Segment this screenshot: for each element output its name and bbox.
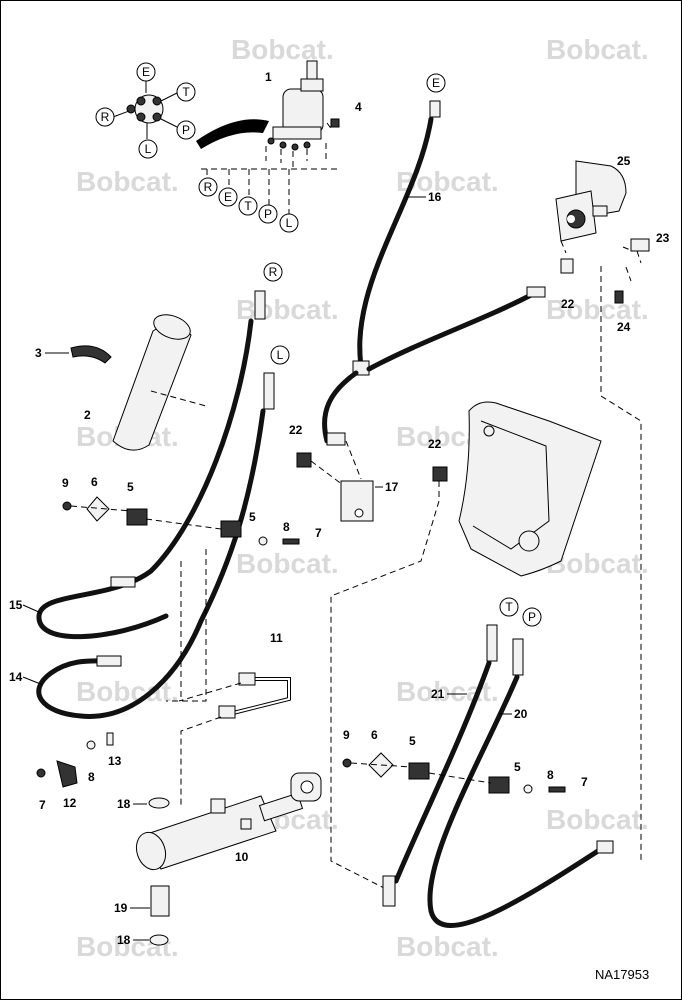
svg-text:22: 22 (289, 423, 303, 437)
svg-text:E: E (432, 76, 440, 90)
svg-text:6: 6 (91, 475, 98, 489)
svg-text:5: 5 (514, 760, 521, 774)
svg-text:15: 15 (9, 598, 23, 612)
svg-text:24: 24 (617, 320, 631, 334)
watermark: Bobcat. (546, 294, 649, 325)
svg-text:2: 2 (84, 408, 91, 422)
svg-text:R: R (269, 265, 278, 279)
protective-sleeve (70, 314, 207, 451)
svg-text:13: 13 (108, 754, 122, 768)
hose-21: T (382, 597, 519, 907)
svg-text:17: 17 (385, 480, 399, 494)
svg-text:P: P (182, 123, 190, 137)
svg-text:18: 18 (117, 933, 131, 947)
svg-text:1: 1 (265, 70, 272, 84)
port-label-P: P (176, 120, 196, 140)
svg-text:11: 11 (270, 631, 283, 645)
svg-text:21: 21 (431, 687, 445, 701)
watermark-layer: Bobcat. Bobcat. Bobcat. Bobcat. Bobcat. … (76, 34, 649, 962)
port-diagram: E T P L R (95, 62, 269, 159)
svg-text:4: 4 (355, 100, 362, 114)
svg-text:23: 23 (656, 231, 670, 245)
clamp-assembly-right (342, 752, 566, 794)
callout-labels: 1 2 3 4 5 5 5 5 6 6 7 7 7 8 8 8 9 9 10 1… (9, 70, 670, 947)
svg-text:22: 22 (561, 297, 575, 311)
svg-text:8: 8 (547, 768, 554, 782)
svg-text:14: 14 (9, 670, 23, 684)
svg-text:10: 10 (235, 850, 249, 864)
figure-code: NA17953 (595, 967, 649, 982)
watermark: Bobcat. (396, 931, 499, 962)
watermark: Bobcat. (76, 166, 179, 197)
svg-text:18: 18 (117, 797, 131, 811)
svg-text:5: 5 (249, 510, 256, 524)
svg-text:12: 12 (63, 796, 77, 810)
svg-text:P: P (264, 207, 272, 221)
watermark: Bobcat. (236, 548, 339, 579)
svg-text:8: 8 (283, 520, 290, 534)
port-order-list: R E T P L (198, 177, 299, 233)
svg-text:25: 25 (617, 154, 631, 168)
svg-text:9: 9 (343, 728, 350, 742)
clamp-assembly-lower (36, 732, 114, 788)
watermark: Bobcat. (546, 804, 649, 835)
svg-text:T: T (244, 199, 252, 213)
port-label-R: R (95, 107, 115, 127)
svg-text:R: R (204, 180, 213, 194)
svg-text:8: 8 (88, 770, 95, 784)
svg-text:5: 5 (409, 734, 416, 748)
svg-text:3: 3 (35, 346, 42, 360)
port-label-E: E (136, 62, 156, 82)
svg-text:5: 5 (127, 480, 134, 494)
svg-text:E: E (142, 65, 150, 79)
port-label-L: L (138, 139, 158, 159)
relief-valve (296, 440, 374, 522)
steering-control-unit (201, 60, 341, 221)
svg-text:7: 7 (581, 775, 588, 789)
watermark: Bobcat. (231, 34, 334, 65)
svg-text:19: 19 (114, 901, 128, 915)
hydraulic-cylinder (135, 772, 322, 946)
watermark: Bobcat. (546, 34, 649, 65)
svg-text:E: E (224, 190, 232, 204)
hose-16: E (322, 73, 546, 446)
svg-text:T: T (182, 85, 190, 99)
tube-11 (178, 672, 291, 806)
svg-text:9: 9 (62, 476, 69, 490)
hose-15: R (36, 262, 283, 640)
hose-20: P (427, 607, 614, 928)
svg-text:22: 22 (428, 437, 442, 451)
svg-text:L: L (277, 348, 284, 362)
svg-text:7: 7 (39, 798, 46, 812)
svg-text:R: R (101, 110, 110, 124)
svg-text:T: T (505, 600, 513, 614)
svg-text:16: 16 (428, 190, 442, 204)
hydraulic-pump (555, 160, 650, 861)
svg-text:20: 20 (514, 707, 528, 721)
hydraulic-tank (330, 401, 602, 890)
svg-text:7: 7 (315, 526, 322, 540)
svg-text:L: L (286, 216, 293, 230)
svg-text:P: P (528, 610, 536, 624)
port-label-T: T (176, 82, 196, 102)
svg-text:6: 6 (371, 728, 378, 742)
clamp-assembly-left (62, 496, 300, 702)
svg-text:L: L (145, 142, 152, 156)
